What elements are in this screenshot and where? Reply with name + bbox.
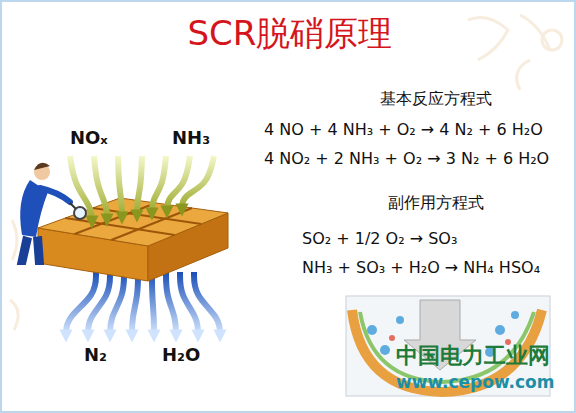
equation: NH₃ + SO₃ + H₂O → NH₄ HSO₄ (302, 259, 540, 277)
product-flow-arrows (66, 272, 220, 336)
flow-arrow (118, 156, 122, 218)
flow-arrow (88, 272, 110, 336)
inspector-figure (18, 163, 86, 264)
gas-label: H₂O (162, 345, 200, 366)
catalyst-block (38, 198, 228, 281)
equation: SO₂ + 1/2 O₂ → SO₃ (302, 230, 457, 248)
equation: 4 NO + 4 NH₃ + O₂ → 4 N₂ + 6 H₂O (264, 121, 543, 139)
flow-arrow (70, 156, 92, 222)
gas-label: N₂ (84, 345, 107, 366)
reactant-flow-arrows (70, 156, 214, 222)
flow-arrow (167, 156, 190, 212)
flow-arrow (166, 272, 176, 336)
section-heading: 副作用方程式 (388, 194, 484, 212)
watermark: 中国电力工业网 (396, 343, 550, 368)
flow-arrow (152, 272, 154, 336)
flow-arrow (182, 156, 214, 210)
flow-arrow (132, 272, 138, 336)
flow-arrow (194, 272, 220, 336)
flow-arrow (110, 272, 124, 336)
flow-arrow (152, 156, 166, 214)
gas-label: NOₓ (70, 128, 108, 149)
gas-label: NH₃ (172, 128, 210, 149)
section-heading: 基本反应方程式 (380, 90, 492, 108)
watermark: www.cepow.com (396, 373, 555, 393)
flow-arrow (94, 156, 107, 220)
flow-arrow (137, 156, 142, 216)
slide-title: SCR脱硝原理 (188, 14, 393, 53)
equation: 4 NO₂ + 2 NH₃ + O₂ → 3 N₂ + 6 H₂O (264, 150, 549, 168)
